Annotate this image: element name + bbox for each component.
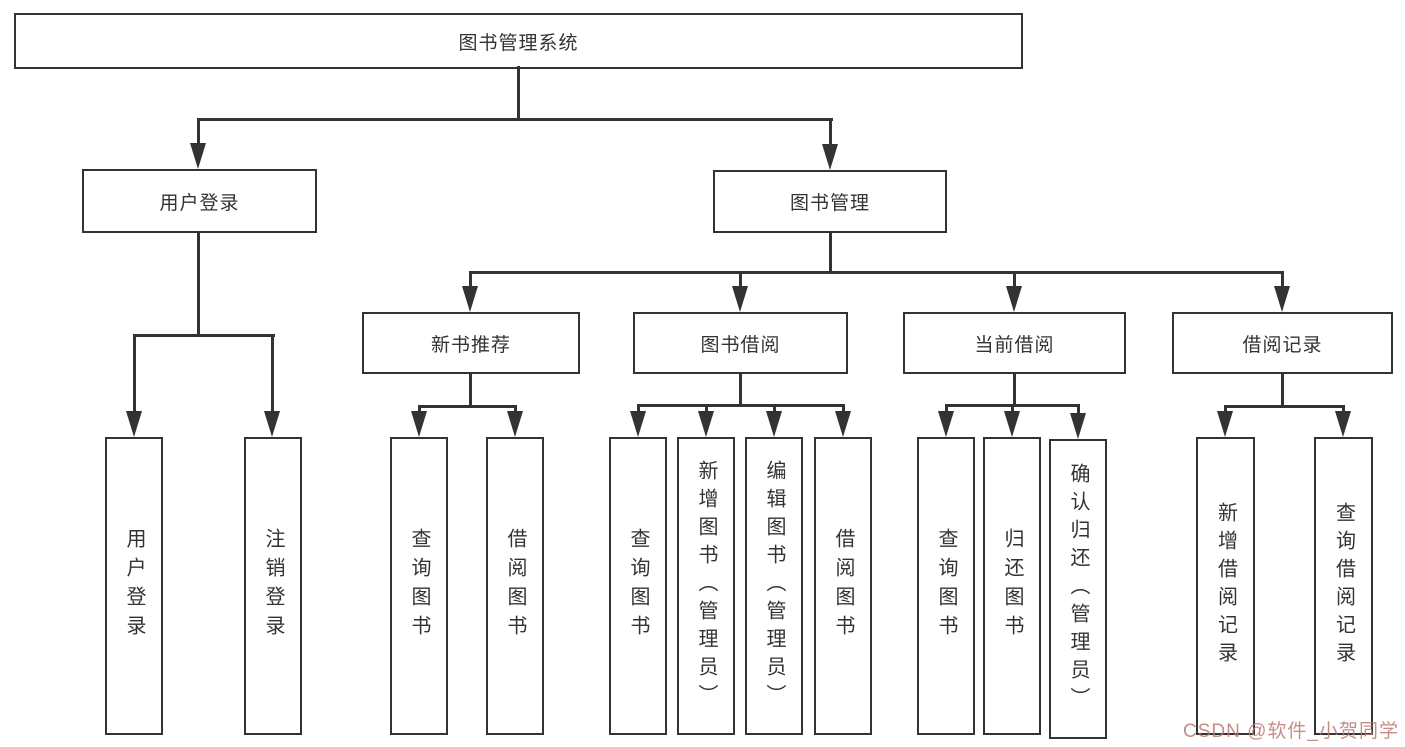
connector xyxy=(1013,374,1016,407)
arrow-down-icon xyxy=(938,411,954,437)
leaf-records-add-record: 新增借阅记录 xyxy=(1196,437,1255,735)
arrow-down-icon xyxy=(190,143,206,169)
node-new-book-recommend: 新书推荐 xyxy=(362,312,580,374)
node-user-login: 用户登录 xyxy=(82,169,317,233)
connector xyxy=(517,66,520,121)
connector xyxy=(1281,374,1284,408)
connector xyxy=(197,118,833,121)
connector xyxy=(1224,405,1345,408)
leaf-current-query-books: 查询图书 xyxy=(917,437,975,735)
node-book-management: 图书管理 xyxy=(713,170,947,233)
leaf-borrow-query-books: 查询图书 xyxy=(609,437,667,735)
arrow-down-icon xyxy=(1335,411,1351,437)
arrow-down-icon xyxy=(1006,286,1022,312)
connector xyxy=(469,374,472,408)
connector xyxy=(133,334,136,416)
node-borrow-records-label: 借阅记录 xyxy=(1242,334,1323,356)
node-current-borrow-label: 当前借阅 xyxy=(974,334,1055,356)
connector xyxy=(829,233,832,274)
leaf-recommend-query-books: 查询图书 xyxy=(390,437,448,735)
connector xyxy=(197,233,200,337)
node-borrow-records: 借阅记录 xyxy=(1172,312,1393,374)
leaf-user-login: 用户登录 xyxy=(105,437,163,735)
arrow-down-icon xyxy=(1217,411,1233,437)
arrow-down-icon xyxy=(822,144,838,170)
leaf-borrow-borrow-books: 借阅图书 xyxy=(814,437,872,735)
connector xyxy=(739,271,742,289)
connector xyxy=(469,271,1283,274)
arrow-down-icon xyxy=(732,286,748,312)
arrow-down-icon xyxy=(1004,411,1020,437)
arrow-down-icon xyxy=(126,411,142,437)
connector xyxy=(197,118,200,148)
connector xyxy=(829,118,832,148)
leaf-recommend-borrow-books: 借阅图书 xyxy=(486,437,544,735)
connector xyxy=(418,405,517,408)
node-user-login-label: 用户登录 xyxy=(159,192,240,214)
connector xyxy=(1077,404,1080,420)
leaf-logout: 注销登录 xyxy=(244,437,302,735)
node-root-label: 图书管理系统 xyxy=(458,32,579,54)
arrow-down-icon xyxy=(462,286,478,312)
leaf-current-return-books: 归还图书 xyxy=(983,437,1041,735)
connector xyxy=(1281,271,1284,289)
node-root: 图书管理系统 xyxy=(14,13,1023,69)
connector xyxy=(469,271,472,289)
arrow-down-icon xyxy=(835,411,851,437)
arrow-down-icon xyxy=(411,411,427,437)
node-new-book-recommend-label: 新书推荐 xyxy=(430,334,511,356)
node-current-borrow: 当前借阅 xyxy=(903,312,1126,374)
arrow-down-icon xyxy=(1070,413,1086,439)
watermark: CSDN @软件_小贺同学 xyxy=(1183,721,1399,742)
leaf-borrow-edit-books-admin: 编辑图书（管理员） xyxy=(745,437,803,735)
connector xyxy=(133,334,275,337)
arrow-down-icon xyxy=(507,411,523,437)
connector xyxy=(271,334,274,416)
connector xyxy=(1013,271,1016,289)
leaf-records-query-record: 查询借阅记录 xyxy=(1314,437,1373,735)
node-book-borrow-label: 图书借阅 xyxy=(700,334,781,356)
connector xyxy=(637,404,845,407)
arrow-down-icon xyxy=(766,411,782,437)
leaf-current-confirm-return-admin: 确认归还（管理员） xyxy=(1049,439,1107,739)
arrow-down-icon xyxy=(1274,286,1290,312)
arrow-down-icon xyxy=(698,411,714,437)
node-book-management-label: 图书管理 xyxy=(789,193,870,214)
connector xyxy=(739,374,742,407)
arrow-down-icon xyxy=(264,411,280,437)
leaf-borrow-add-books-admin: 新增图书（管理员） xyxy=(677,437,735,735)
node-book-borrow: 图书借阅 xyxy=(633,312,848,374)
arrow-down-icon xyxy=(630,411,646,437)
